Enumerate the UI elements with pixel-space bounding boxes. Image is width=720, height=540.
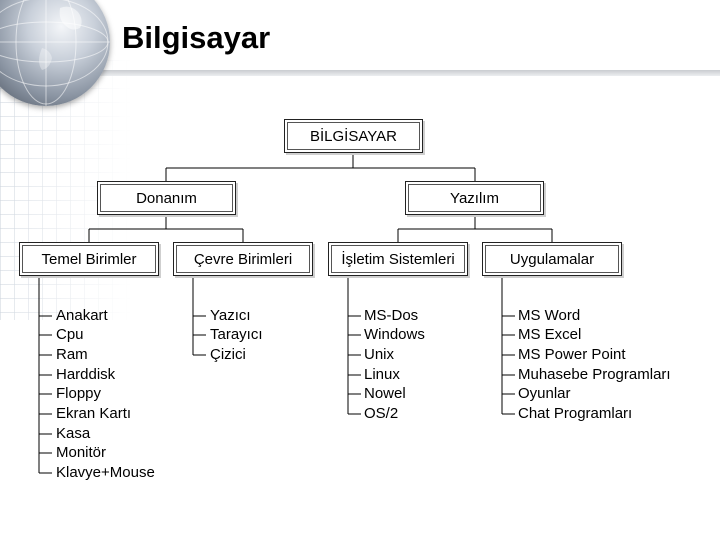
node-yazilim: Yazılım (405, 181, 544, 215)
node-root: BİLGİSAYAR (284, 119, 423, 153)
leaf-item: Çizici (210, 346, 246, 363)
leaf-item: Tarayıcı (210, 326, 263, 343)
leaf-item: Windows (364, 326, 425, 343)
slide-title: Bilgisayar (122, 20, 271, 55)
node-uygulamalar-label: Uygulamalar (509, 250, 595, 268)
leaf-item: Oyunlar (518, 385, 571, 402)
leaf-item: OS/2 (364, 405, 399, 422)
leaf-item: Ram (56, 346, 88, 363)
node-temel-birimler: Temel Birimler (19, 242, 159, 276)
leaf-item: MS-Dos (364, 307, 419, 324)
leaf-item: Kasa (56, 425, 91, 442)
node-root-label: BİLGİSAYAR (310, 127, 397, 145)
leaf-item: Unix (364, 346, 395, 363)
header-rule (100, 70, 720, 76)
leaf-item: Harddisk (56, 366, 116, 383)
leaf-item: Muhasebe Programları (518, 366, 671, 383)
leaf-item: Anakart (56, 307, 108, 324)
node-uygulamalar: Uygulamalar (482, 242, 622, 276)
node-cevre-birimleri-label: Çevre Birimleri (193, 250, 293, 268)
leaf-item: Ekran Kartı (56, 405, 132, 422)
node-temel-birimler-label: Temel Birimler (41, 250, 137, 268)
node-yazilim-label: Yazılım (450, 189, 499, 207)
leaf-item: Yazıcı (210, 307, 251, 324)
leaf-item: MS Excel (518, 326, 582, 343)
leaf-item: Linux (364, 366, 400, 383)
leaf-item: Chat Programları (518, 405, 633, 422)
node-cevre-birimleri: Çevre Birimleri (173, 242, 313, 276)
node-donanim: Donanım (97, 181, 236, 215)
leaf-item: Cpu (56, 326, 84, 343)
leaf-item: MS Word (518, 307, 581, 324)
node-isletim-sistemleri: İşletim Sistemleri (328, 242, 468, 276)
node-isletim-sistemleri-label: İşletim Sistemleri (341, 250, 455, 268)
leaf-item: Klavye+Mouse (56, 464, 155, 481)
globe-icon (0, 0, 110, 106)
leaf-item: Nowel (364, 385, 406, 402)
leaf-item: MS Power Point (518, 346, 626, 363)
node-donanim-label: Donanım (136, 189, 197, 207)
leaf-item: Monitör (56, 444, 107, 461)
leaf-item: Floppy (56, 385, 102, 402)
